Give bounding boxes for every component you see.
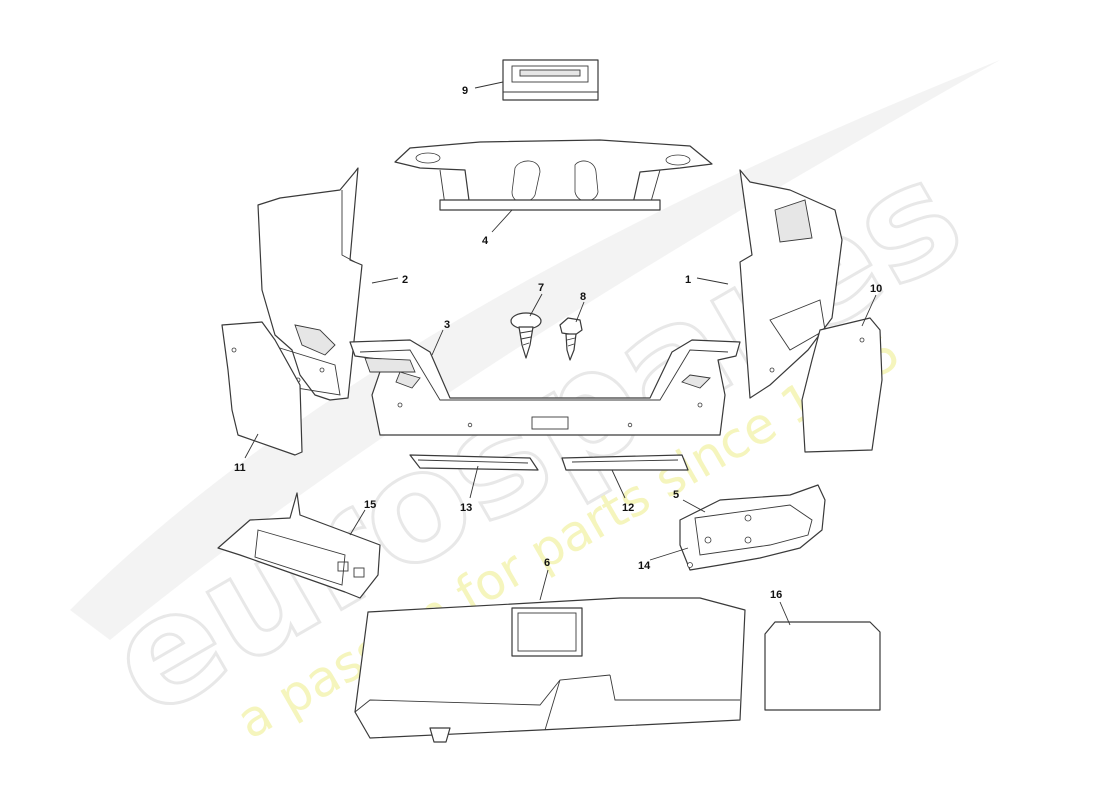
watermark-swoosh: [70, 60, 1000, 640]
callouts: 1 2 3 4 5 6 7 8 9 10 11 12 13 14 15 16: [234, 85, 882, 601]
part-11-left-panel: [221, 321, 303, 456]
leader-lines: [244, 81, 877, 626]
part-4-parcel-shelf: [394, 139, 713, 211]
part-10-right-panel: [801, 317, 883, 453]
callout-15: 15: [364, 499, 376, 511]
callout-8: 8: [580, 291, 586, 303]
callout-11: 11: [234, 462, 246, 474]
part-5-cover: [679, 484, 826, 571]
part-16-mat: [764, 621, 881, 711]
callout-14: 14: [638, 560, 651, 572]
part-6-boot-floor: [354, 597, 746, 743]
callout-12: 12: [622, 502, 634, 514]
callout-7: 7: [538, 282, 544, 294]
callout-4: 4: [482, 235, 489, 247]
part-7-screw: [510, 312, 542, 359]
part-12-strip: [561, 454, 689, 471]
callout-2: 2: [402, 274, 408, 286]
callout-1: 1: [685, 274, 691, 286]
callout-16: 16: [770, 589, 782, 601]
callout-9: 9: [462, 85, 468, 97]
callout-3: 3: [444, 319, 450, 331]
part-2-left-side-trim: [257, 167, 363, 401]
part-13-strip: [409, 454, 539, 471]
part-15-bracket-panel: [217, 492, 381, 599]
callout-5: 5: [673, 489, 679, 501]
callout-10: 10: [870, 283, 882, 295]
part-3-main-boot-panel: [349, 339, 741, 436]
part-9-trim-plate: [502, 59, 599, 101]
callout-13: 13: [460, 502, 472, 514]
callout-6: 6: [544, 557, 550, 569]
part-8-screw: [559, 317, 583, 361]
